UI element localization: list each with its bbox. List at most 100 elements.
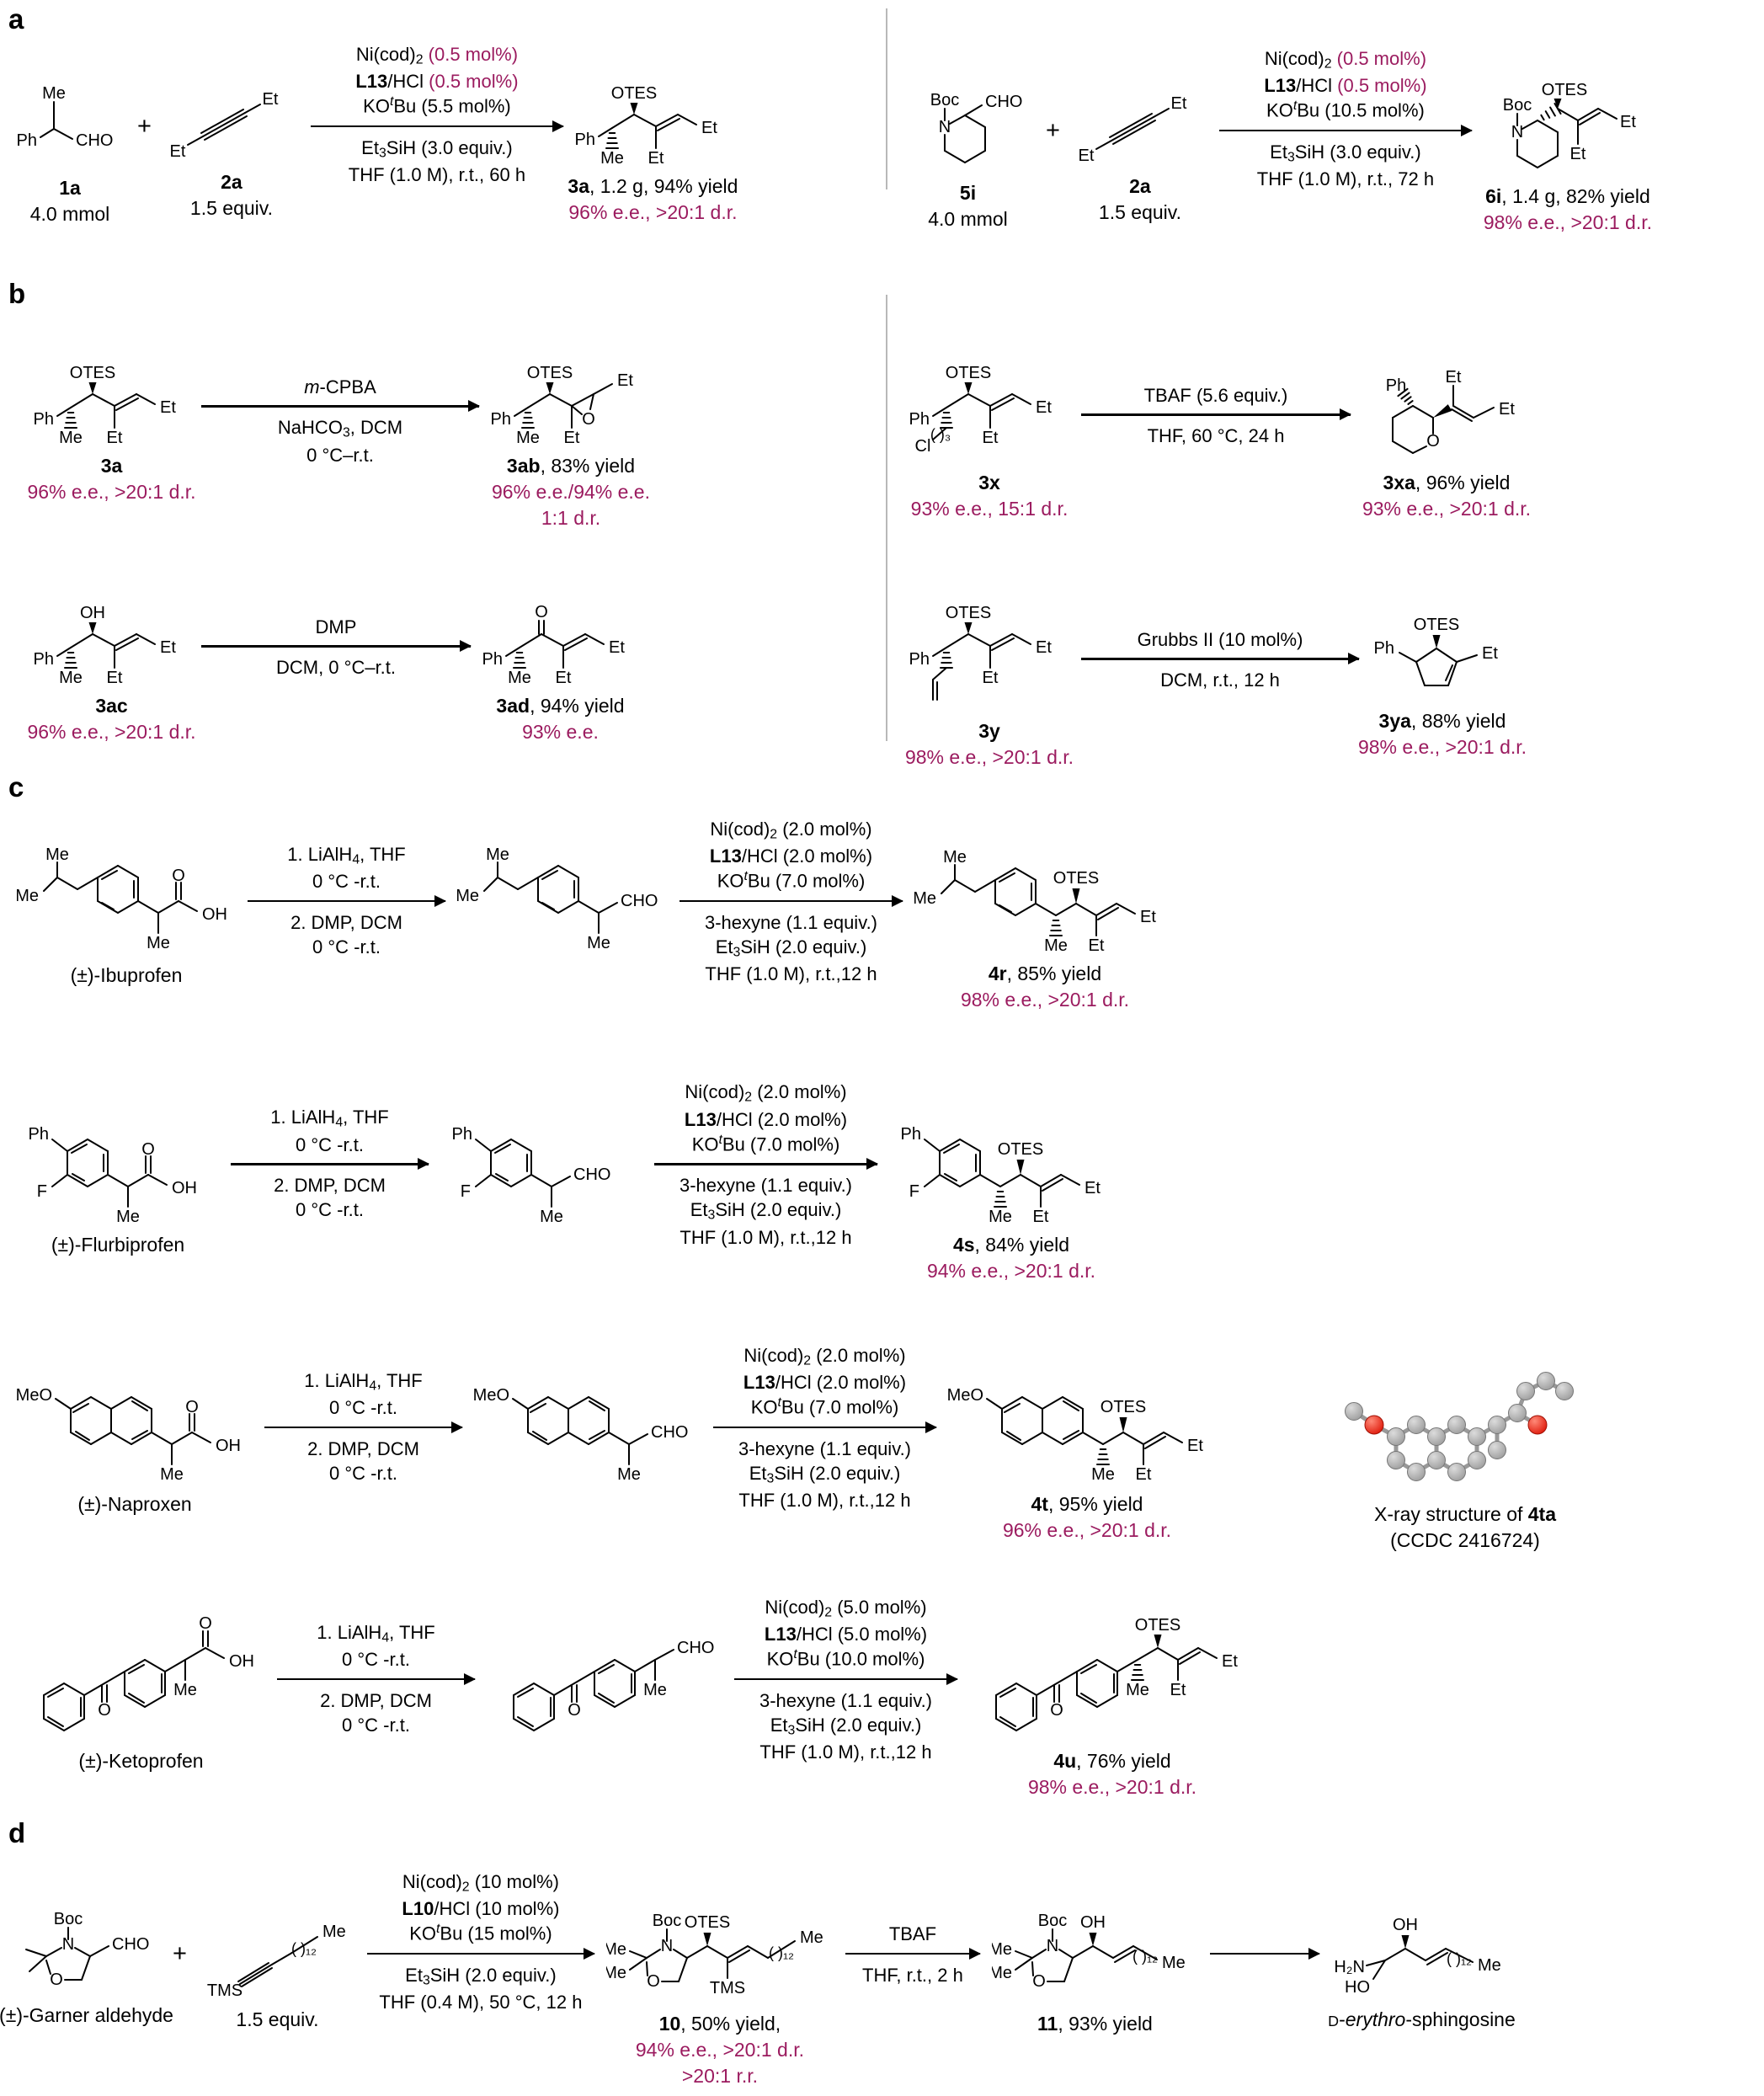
svg-text:OH: OH — [202, 905, 227, 924]
caption-xray: X-ray structure of 4ta(CCDC 2416724) — [1373, 1503, 1557, 1552]
svg-text:Et: Et — [1187, 1437, 1203, 1455]
svg-text:O: O — [50, 1971, 63, 1989]
arrow-icon — [1218, 129, 1472, 132]
svg-text:Me: Me — [457, 887, 479, 905]
arrow-icon — [248, 899, 445, 903]
svg-text:Me: Me — [1126, 1681, 1149, 1699]
arrow-icon — [679, 899, 903, 903]
svg-text:OTES: OTES — [1135, 1616, 1180, 1635]
svg-text:Ph: Ph — [452, 1125, 472, 1144]
svg-text:N: N — [62, 1935, 74, 1954]
svg-text:O: O — [647, 1972, 660, 1991]
svg-text:Et: Et — [1620, 113, 1636, 131]
coupling-arrow-d: Ni(cod)2 (10 mol%)L10/HCl (10 mol%)KOtBu… — [366, 1871, 594, 2013]
svg-text:N: N — [1047, 1937, 1058, 1955]
svg-text:OTES: OTES — [1542, 81, 1587, 99]
svg-text:( )₁₂: ( )₁₂ — [291, 1940, 317, 1957]
svg-text:Et: Et — [1036, 638, 1052, 657]
svg-text:Et: Et — [1170, 1681, 1186, 1699]
coupling-arrow-c4: Ni(cod)2 (5.0 mol%)L13/HCl (5.0 mol%)KOt… — [734, 1597, 957, 1763]
conditions-above: TBAF — [888, 1923, 937, 1945]
conditions-above: Ni(cod)2 (2.0 mol%)L13/HCl (2.0 mol%)KOt… — [709, 818, 873, 893]
plus-sign: + — [173, 1939, 187, 1967]
svg-text:Et: Et — [1222, 1652, 1238, 1671]
conditions-below: THF, 60 °C, 24 h — [1147, 425, 1285, 447]
svg-text:Ph: Ph — [34, 650, 54, 669]
svg-text:O: O — [535, 603, 548, 621]
svg-text:Boc: Boc — [653, 1912, 681, 1930]
svg-text:Et: Et — [617, 371, 633, 390]
svg-text:Et: Et — [262, 90, 278, 109]
svg-text:Et: Et — [1033, 1208, 1049, 1226]
svg-text:Et: Et — [160, 638, 176, 657]
panel-label-b: b — [8, 278, 26, 309]
panel-label-a: a — [8, 3, 24, 35]
conditions-above: TBAF (5.6 equiv.) — [1143, 384, 1288, 406]
svg-text:CHO: CHO — [76, 131, 113, 150]
caption-ketoprofen: (±)-Ketoprofen — [78, 1750, 204, 1772]
conditions-above: Ni(cod)2 (0.5 mol%)L13/HCl (0.5 mol%)KOt… — [355, 43, 519, 118]
svg-text:Me: Me — [606, 1964, 626, 1982]
caption-ibuprofen: (±)-Ibuprofen — [70, 964, 183, 986]
svg-text:OH: OH — [216, 1437, 241, 1455]
svg-text:Me: Me — [992, 1964, 1012, 1982]
svg-text:CHO: CHO — [573, 1165, 610, 1184]
svg-text:Me: Me — [540, 1208, 563, 1226]
svg-text:Me: Me — [1091, 1465, 1115, 1484]
svg-text:OH: OH — [1393, 1916, 1418, 1934]
conditions-above: Ni(cod)2 (5.0 mol%)L13/HCl (5.0 mol%)KOt… — [764, 1596, 928, 1671]
svg-text:N: N — [661, 1937, 673, 1955]
svg-text:Me: Me — [42, 84, 66, 103]
svg-text:Et: Et — [1446, 368, 1462, 387]
arrow-icon — [201, 405, 479, 408]
caption-sphingosine: D-erythro-sphingosine — [1328, 2008, 1516, 2030]
arrow-icon — [845, 1952, 980, 1955]
svg-text:Et: Et — [1569, 145, 1585, 163]
svg-text:( )₁₂: ( )₁₂ — [1132, 1948, 1158, 1965]
svg-text:Et: Et — [1170, 94, 1186, 113]
svg-text:OTES: OTES — [70, 364, 115, 382]
svg-text:OTES: OTES — [1053, 869, 1099, 888]
svg-text:Ph: Ph — [575, 131, 595, 149]
svg-text:OH: OH — [80, 604, 105, 622]
caption-11: 11, 93% yield — [1037, 2013, 1153, 2035]
svg-text:Me: Me — [989, 1208, 1012, 1226]
caption-garner-aldehyde: (±)-Garner aldehyde — [0, 2004, 173, 2026]
